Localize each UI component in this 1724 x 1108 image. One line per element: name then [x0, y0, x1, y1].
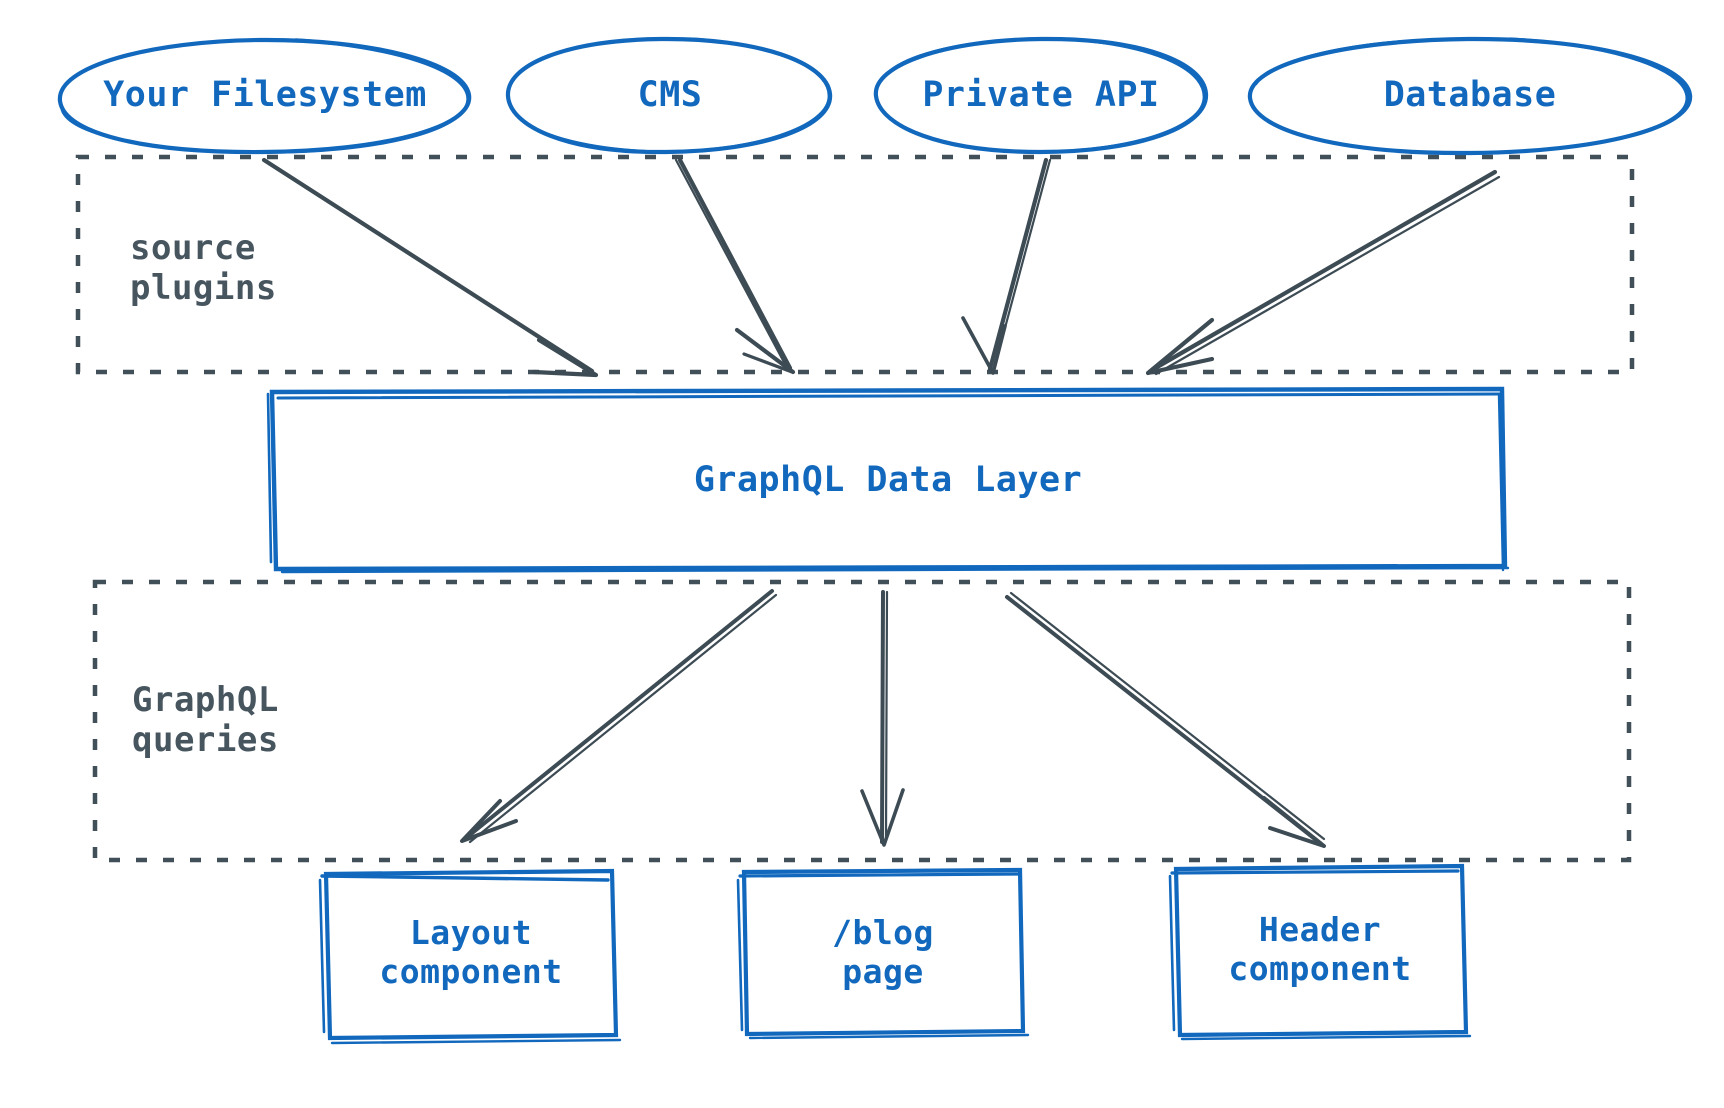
- ellipse-database[interactable]: [1247, 36, 1693, 156]
- box-layout-component[interactable]: [318, 868, 622, 1045]
- group-source-plugins[interactable]: [75, 154, 1635, 375]
- graphql-queries-dashed-border: [92, 579, 1632, 863]
- arrow-layer-to-header: [1005, 591, 1326, 848]
- ellipse-your-filesystem[interactable]: [57, 37, 472, 155]
- arrow-cms-to-layer: [674, 157, 796, 375]
- arrow-database-to-layer: [1145, 169, 1501, 376]
- graphql-data-layer-box[interactable]: [266, 386, 1510, 574]
- source-plugins-dashed-border: [75, 154, 1635, 375]
- arrow-layer-to-blog: [860, 590, 905, 847]
- box-blog-page[interactable]: [736, 867, 1030, 1040]
- arrow-layer-to-layout: [460, 589, 778, 844]
- ellipse-private-api[interactable]: [873, 36, 1209, 155]
- arrow-filesystem-to-layer: [261, 157, 599, 378]
- arrow-privateapi-to-layer: [961, 157, 1052, 375]
- group-graphql-queries[interactable]: [92, 579, 1632, 863]
- box-header-component[interactable]: [1168, 863, 1472, 1041]
- ellipse-cms[interactable]: [505, 36, 833, 155]
